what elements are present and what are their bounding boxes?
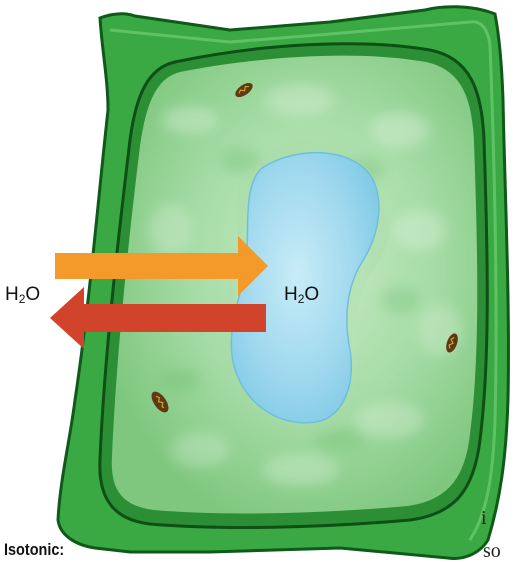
cut-off-text-2: so: [483, 541, 501, 561]
water-label-outside-base: H: [5, 284, 19, 305]
water-label-inside-rest: O: [304, 284, 319, 305]
water-label-outside-rest: O: [25, 284, 40, 305]
water-label-inside-base: H: [284, 284, 298, 305]
water-label-outside: H2O: [5, 285, 40, 305]
water-label-inside: H2O: [284, 285, 319, 305]
cut-off-text-1: i: [481, 508, 487, 528]
caption-isotonic: Isotonic:: [4, 541, 64, 558]
